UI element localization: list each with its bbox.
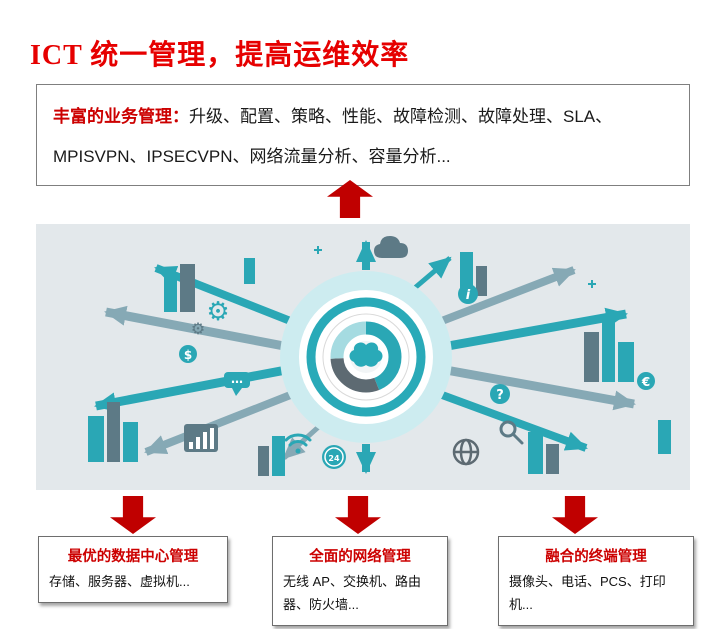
brain-icon — [349, 342, 383, 367]
dollar-icon: $ — [179, 345, 197, 363]
down-arrow-terminal — [552, 496, 598, 534]
bar-chart-icon — [184, 424, 218, 452]
terminal-management-box: 融合的终端管理 摄像头、电话、PCS、打印机... — [498, 536, 694, 626]
datacenter-box-title: 最优的数据中心管理 — [67, 549, 199, 565]
globe-icon — [452, 438, 480, 466]
cloud-icon — [374, 236, 408, 258]
magnifier-icon — [499, 420, 524, 445]
svg-text:24: 24 — [328, 454, 340, 463]
info-icon: i — [458, 284, 478, 304]
business-box-content: 升级、配置、策略、性能、故障检测、故障处理、SLA、MPISVPN、IPSECV… — [53, 107, 613, 166]
question-icon: ? — [490, 384, 510, 404]
network-management-box: 全面的网络管理 无线 AP、交换机、路由器、防火墙... — [272, 536, 448, 626]
page-title: ICT 统一管理，提高运维效率 — [30, 39, 410, 71]
network-box-body: 无线 AP、交换机、路由器、防火墙... — [283, 574, 421, 612]
wifi-icon — [284, 433, 312, 454]
clock-icon: 24 — [322, 445, 346, 469]
central-hub — [280, 271, 452, 443]
radiating-arrows — [94, 240, 636, 474]
datacenter-management-box: 最优的数据中心管理 存储、服务器、虚拟机... — [38, 536, 228, 603]
euro-icon: € — [637, 372, 655, 390]
business-management-box: 丰富的业务管理：升级、配置、策略、性能、故障检测、故障处理、SLA、MPISVP… — [36, 84, 690, 186]
business-box-label: 丰富的业务管理： — [53, 107, 189, 126]
terminal-box-body: 摄像头、电话、PCS、打印机... — [509, 574, 666, 612]
hub-donut-chart — [330, 321, 402, 393]
gear-small-icon: ⚙ — [191, 319, 205, 338]
down-arrow-network — [335, 496, 381, 534]
plus-marks — [314, 246, 596, 288]
svg-text:?: ? — [496, 388, 504, 403]
network-illustration: ⚙ ⚙ i ? $ € 24 … — [36, 224, 690, 490]
datacenter-box-body: 存储、服务器、虚拟机... — [49, 574, 190, 589]
svg-text:$: $ — [184, 348, 192, 362]
svg-text:€: € — [641, 375, 650, 389]
buildings — [88, 252, 671, 476]
down-arrow-datacenter — [110, 496, 156, 534]
svg-text:…: … — [231, 372, 243, 386]
terminal-box-title: 融合的终端管理 — [545, 549, 647, 565]
chat-bubble-icon: … — [224, 372, 250, 396]
svg-text:i: i — [466, 288, 471, 303]
network-box-title: 全面的网络管理 — [309, 549, 411, 565]
gear-icon: ⚙ — [206, 297, 229, 327]
